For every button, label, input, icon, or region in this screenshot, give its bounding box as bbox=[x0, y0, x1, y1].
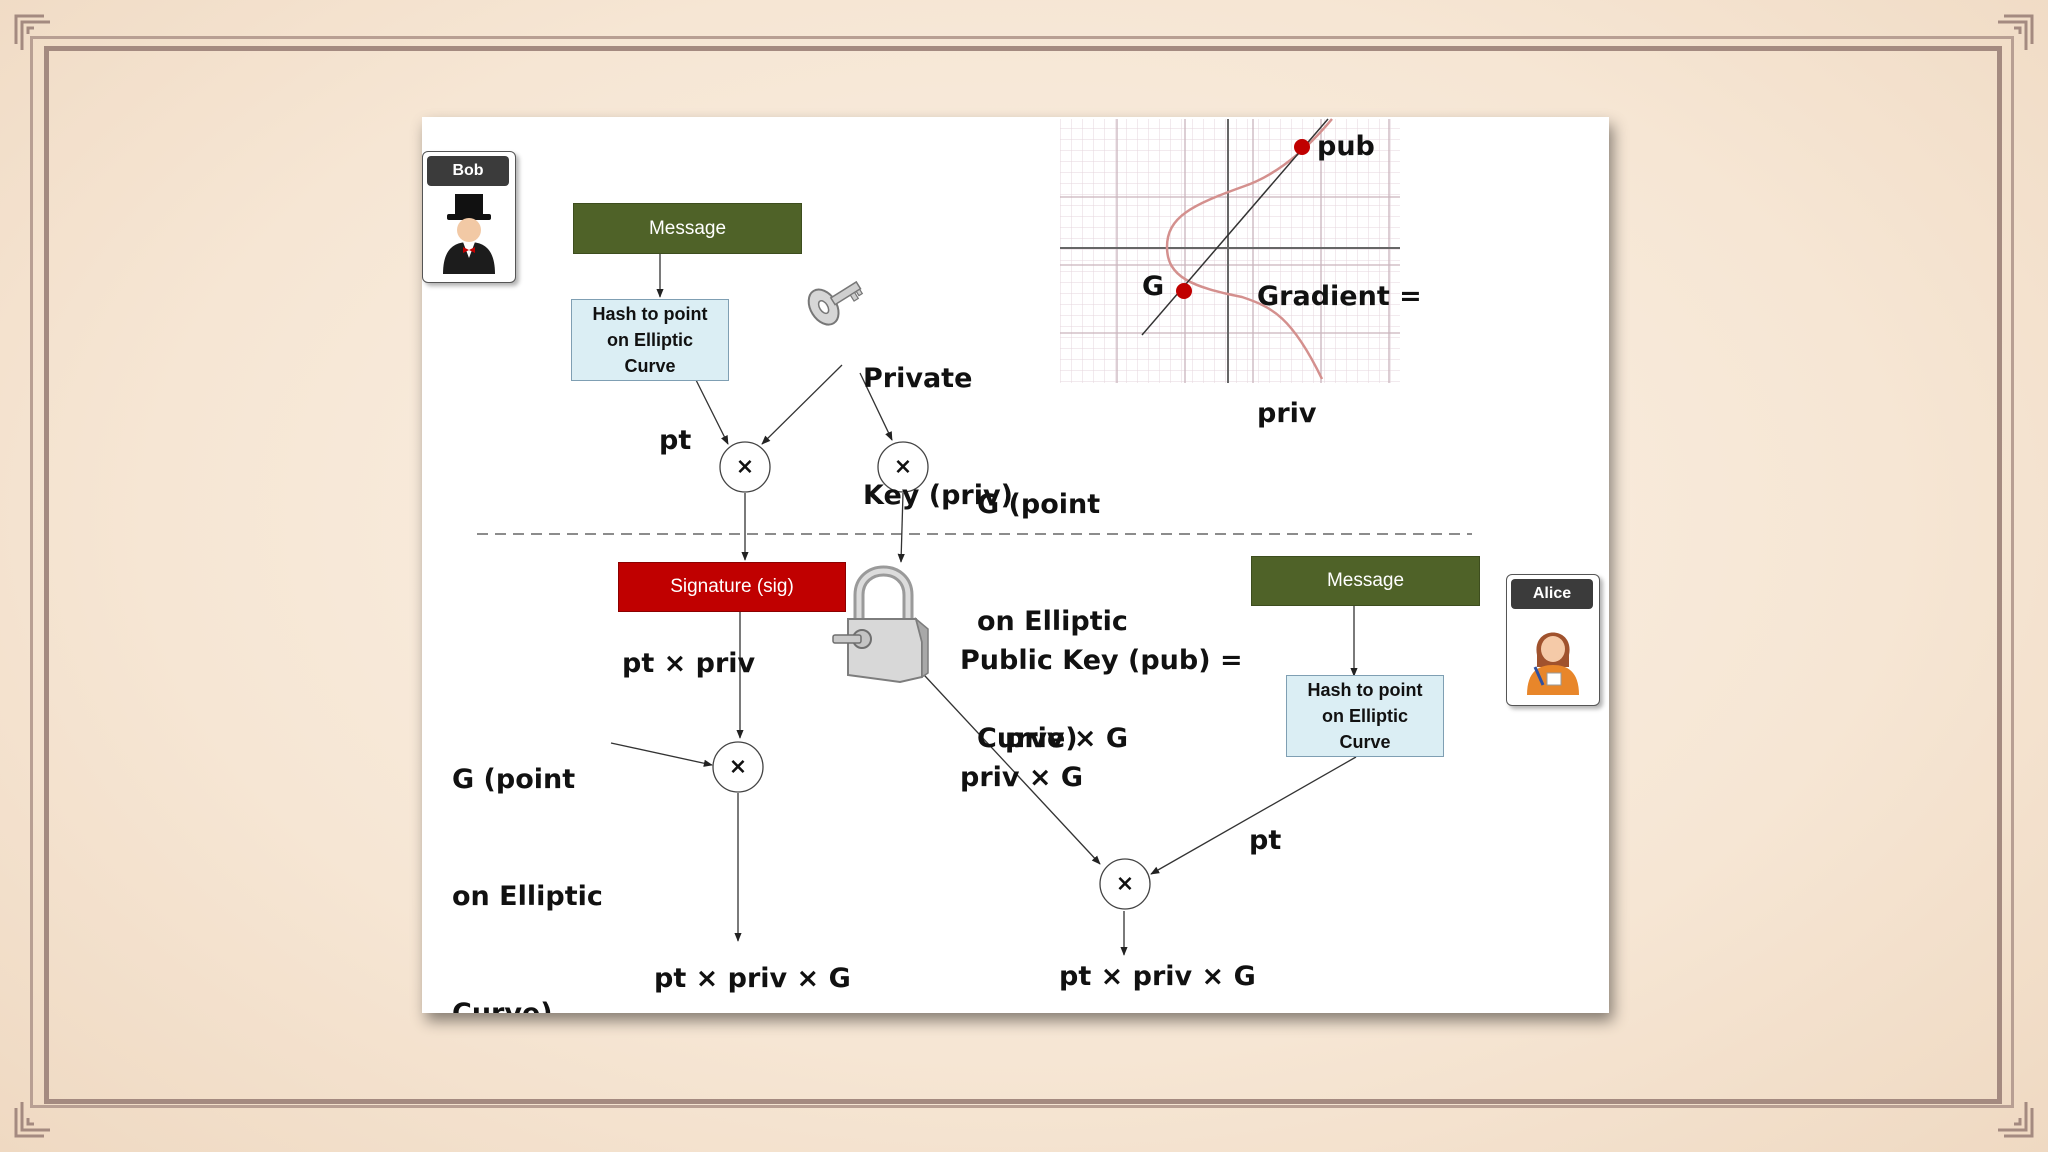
g-point-left-line2: on Elliptic bbox=[452, 881, 603, 912]
gradient-line1: Gradient = bbox=[1257, 281, 1422, 312]
alice-avatar-icon bbox=[1527, 632, 1579, 695]
public-key-line1: Public Key (pub) = bbox=[960, 645, 1243, 676]
alice-card: Alice bbox=[1506, 574, 1600, 706]
private-key-line1: Private bbox=[863, 363, 973, 394]
alice-hash-line2: on Elliptic bbox=[1321, 706, 1408, 726]
private-key-line2: Key (priv) bbox=[863, 480, 1013, 511]
bob-card: Bob bbox=[422, 151, 516, 283]
multiply-symbol: × bbox=[894, 455, 912, 480]
public-key-line2: priv × G bbox=[960, 762, 1084, 793]
result-left-label: pt × priv × G bbox=[654, 963, 851, 994]
corner-ornament-icon bbox=[1998, 14, 2034, 50]
multiply-node-2: × bbox=[877, 441, 929, 493]
gradient-label: Gradient = priv bbox=[1257, 199, 1422, 511]
private-key-label: Private Key (priv) bbox=[863, 281, 1013, 593]
bob-avatar-icon bbox=[443, 194, 495, 274]
elliptic-curve-line bbox=[1165, 118, 1333, 380]
g-point-top-line1: G (point bbox=[977, 489, 1101, 520]
corner-ornament-icon bbox=[14, 14, 50, 50]
result-right-label: pt × priv × G bbox=[1059, 961, 1256, 992]
diagram-canvas: × × × × bbox=[477, 118, 1472, 956]
alice-hash-line3: Curve bbox=[1339, 732, 1391, 752]
key-icon bbox=[807, 280, 864, 326]
curve-pub-label: pub bbox=[1317, 131, 1375, 162]
bob-hash-line2: on Elliptic bbox=[606, 330, 693, 350]
curve-grid-major bbox=[1060, 119, 1400, 383]
g-point-left-label: G (point on Elliptic Curve) bbox=[452, 682, 603, 1013]
multiply-symbol: × bbox=[1116, 872, 1134, 897]
alice-name-tag: Alice bbox=[1511, 579, 1593, 609]
g-point bbox=[1176, 283, 1192, 299]
g-point-top-line2: on Elliptic bbox=[977, 606, 1128, 637]
corner-ornament-icon bbox=[14, 1102, 50, 1138]
slide: × × × × bbox=[422, 117, 1609, 1013]
alice-hash-line1: Hash to point bbox=[1307, 680, 1423, 700]
multiply-symbol: × bbox=[736, 455, 754, 480]
bob-name-tag: Bob bbox=[427, 156, 509, 186]
bob-hash-line1: Hash to point bbox=[592, 304, 708, 324]
pt-times-priv-label: pt × priv bbox=[622, 648, 756, 679]
bob-hash-line3: Curve bbox=[624, 356, 676, 376]
corner-ornament-icon bbox=[1998, 1102, 2034, 1138]
curve-g-label: G bbox=[1142, 271, 1165, 302]
alice-hash-box: Hash to point on Elliptic Curve bbox=[1286, 675, 1444, 757]
signature-box: Signature (sig) bbox=[618, 562, 846, 612]
pub-point bbox=[1294, 139, 1310, 155]
decorative-frame-outer bbox=[30, 36, 2014, 1108]
padlock-icon bbox=[832, 565, 929, 684]
pt-label-right: pt bbox=[1249, 825, 1282, 856]
g-point-left-line3: Curve) bbox=[452, 994, 603, 1013]
multiply-node-4: × bbox=[1099, 858, 1151, 910]
multiply-symbol: × bbox=[729, 755, 747, 780]
elliptic-curve-graph bbox=[1060, 118, 1400, 383]
tangent-line bbox=[1141, 118, 1329, 336]
public-key-label: Public Key (pub) = priv × G bbox=[960, 563, 1243, 875]
multiply-node-3: × bbox=[712, 741, 764, 793]
g-point-top-label: G (point on Elliptic Curve) bbox=[977, 407, 1128, 836]
g-point-left-line1: G (point bbox=[452, 764, 576, 795]
multiply-node-1: × bbox=[719, 441, 771, 493]
decorative-frame-inner bbox=[44, 46, 2002, 1104]
bob-hash-box: Hash to point on Elliptic Curve bbox=[571, 299, 729, 381]
g-point-top-line3: Curve) bbox=[977, 723, 1078, 754]
bob-message-box: Message bbox=[573, 203, 802, 254]
gradient-line2: priv bbox=[1257, 398, 1317, 429]
priv-times-g-label: priv × G bbox=[1005, 723, 1129, 754]
pt-label-top: pt bbox=[659, 425, 692, 456]
connector-arrows bbox=[610, 254, 1358, 956]
alice-message-box: Message bbox=[1251, 556, 1480, 606]
